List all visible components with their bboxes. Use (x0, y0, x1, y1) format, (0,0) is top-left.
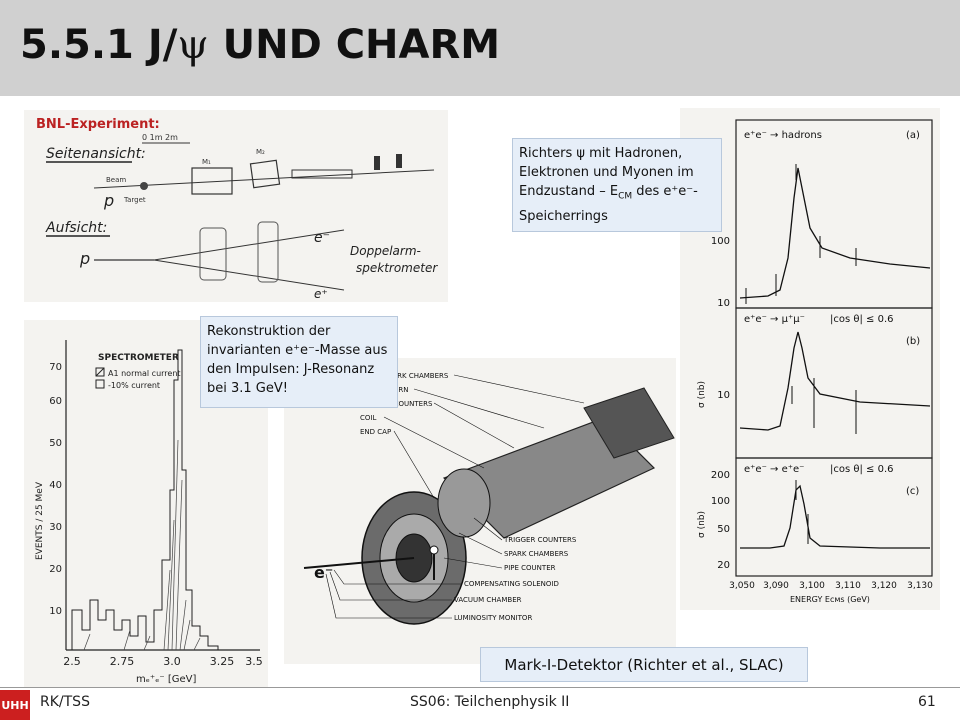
svg-text:60: 60 (49, 396, 62, 407)
bnl-heading: BNL-Experiment: (36, 117, 160, 132)
svg-text:70: 70 (49, 362, 62, 373)
svg-text:20: 20 (49, 564, 62, 575)
svg-text:M₁: M₁ (202, 158, 211, 166)
svg-text:100: 100 (711, 496, 730, 507)
svg-text:(b): (b) (906, 336, 920, 347)
svg-text:3,090: 3,090 (763, 581, 789, 591)
footer-left: RK/TSS (40, 694, 90, 710)
histogram-ylabel: EVENTS / 25 MeV (35, 481, 45, 560)
top-view-label: Aufsicht: (45, 220, 107, 236)
svg-text:p: p (79, 249, 90, 268)
svg-text:200: 200 (711, 470, 730, 481)
bnl-experiment-figure: BNL-Experiment: Seitenansicht: 0 1m 2m M… (24, 110, 448, 302)
svg-text:3,110: 3,110 (835, 581, 861, 591)
svg-text:50: 50 (717, 524, 730, 535)
spectrometer-label: Doppelarm- (350, 244, 421, 258)
svg-text:Target: Target (123, 196, 146, 204)
svg-text:LUMINOSITY MONITOR: LUMINOSITY MONITOR (454, 614, 532, 622)
svg-text:e⁺: e⁺ (314, 287, 328, 301)
svg-text:2.5: 2.5 (63, 655, 81, 668)
svg-text:VACUUM CHAMBER: VACUUM CHAMBER (454, 596, 522, 604)
svg-text:20: 20 (717, 560, 730, 571)
svg-text:A1 normal current: A1 normal current (108, 369, 181, 378)
cross-section-xlabel: ENERGY Eᴄᴍs (GeV) (790, 595, 870, 604)
mark-i-detector-figure: e⁻ MUON SPARK CHAMBERS FLUX RETURN SHOWE… (284, 358, 676, 664)
svg-text:2.75: 2.75 (110, 655, 135, 668)
svg-text:spektrometer: spektrometer (356, 261, 438, 275)
svg-text:Beam: Beam (106, 176, 126, 184)
svg-text:10: 10 (717, 298, 730, 309)
svg-text:50: 50 (49, 438, 62, 449)
svg-text:|cos θ| ≤ 0.6: |cos θ| ≤ 0.6 (830, 314, 894, 325)
svg-text:100: 100 (711, 236, 730, 247)
svg-text:|cos θ| ≤ 0.6: |cos θ| ≤ 0.6 (830, 464, 894, 475)
svg-text:M₂: M₂ (256, 148, 265, 156)
svg-text:SPECTROMETER: SPECTROMETER (98, 353, 179, 363)
svg-text:e⁻: e⁻ (314, 230, 330, 246)
footer-divider (0, 687, 960, 688)
svg-text:10: 10 (717, 390, 730, 401)
svg-text:3.25: 3.25 (210, 655, 235, 668)
svg-text:p: p (103, 191, 114, 210)
svg-text:-10% current: -10% current (108, 381, 160, 390)
svg-text:PIPE COUNTER: PIPE COUNTER (504, 564, 556, 572)
svg-text:3.5: 3.5 (245, 655, 263, 668)
svg-text:SPARK CHAMBERS: SPARK CHAMBERS (504, 550, 569, 558)
title-bar: 5.5.1 J/ψ UND CHARM (0, 0, 960, 96)
svg-text:COIL: COIL (360, 414, 376, 422)
svg-text:3,050: 3,050 (729, 581, 755, 591)
svg-text:(c): (c) (906, 486, 919, 497)
svg-text:3,100: 3,100 (799, 581, 825, 591)
richter-callout: Richters ψ mit Hadronen, Elektronen und … (512, 138, 722, 232)
cross-section-figure: e⁺e⁻ → hadrons (a) e⁺e⁻ → μ⁺μ⁻ |cos θ| ≤… (680, 108, 940, 610)
side-view-label: Seitenansicht: (46, 146, 146, 162)
svg-text:10: 10 (49, 606, 62, 617)
panel-b-reaction: e⁺e⁻ → μ⁺μ⁻ (744, 314, 805, 325)
mass-histogram-figure: EVENTS / 25 MeV 10 20 30 40 50 60 70 2.5… (24, 320, 268, 688)
scale-label: 0 1m 2m (142, 133, 178, 142)
svg-text:TRIGGER COUNTERS: TRIGGER COUNTERS (503, 536, 577, 544)
svg-text:3,130: 3,130 (907, 581, 933, 591)
slide-title: 5.5.1 J/ψ UND CHARM (20, 22, 501, 68)
svg-text:σ (nb): σ (nb) (697, 511, 707, 538)
panel-c-reaction: e⁺e⁻ → e⁺e⁻ (744, 464, 804, 475)
svg-text:30: 30 (49, 522, 62, 533)
svg-text:e⁻: e⁻ (314, 563, 333, 582)
mark-i-caption: Mark-I-Detektor (Richter et al., SLAC) (480, 647, 808, 682)
uhh-logo: UHH (0, 690, 30, 720)
histogram-xlabel: mₑ⁺ₑ⁻ [GeV] (136, 674, 196, 685)
panel-a-reaction: e⁺e⁻ → hadrons (744, 130, 822, 141)
page-number: 61 (918, 694, 936, 710)
svg-text:(a): (a) (906, 130, 920, 141)
footer-center: SS06: Teilchenphysik II (410, 694, 570, 710)
svg-text:σ (nb): σ (nb) (697, 381, 707, 408)
svg-text:COMPENSATING SOLENOID: COMPENSATING SOLENOID (464, 580, 559, 588)
svg-text:3.0: 3.0 (163, 655, 181, 668)
svg-text:MUON SPARK CHAMBERS: MUON SPARK CHAMBERS (360, 372, 449, 380)
rekonstruktion-callout: Rekonstruktion der invarianten e⁺e⁻-Mass… (200, 316, 398, 408)
svg-text:END CAP: END CAP (360, 428, 391, 436)
svg-text:3,120: 3,120 (871, 581, 897, 591)
svg-text:40: 40 (49, 480, 62, 491)
